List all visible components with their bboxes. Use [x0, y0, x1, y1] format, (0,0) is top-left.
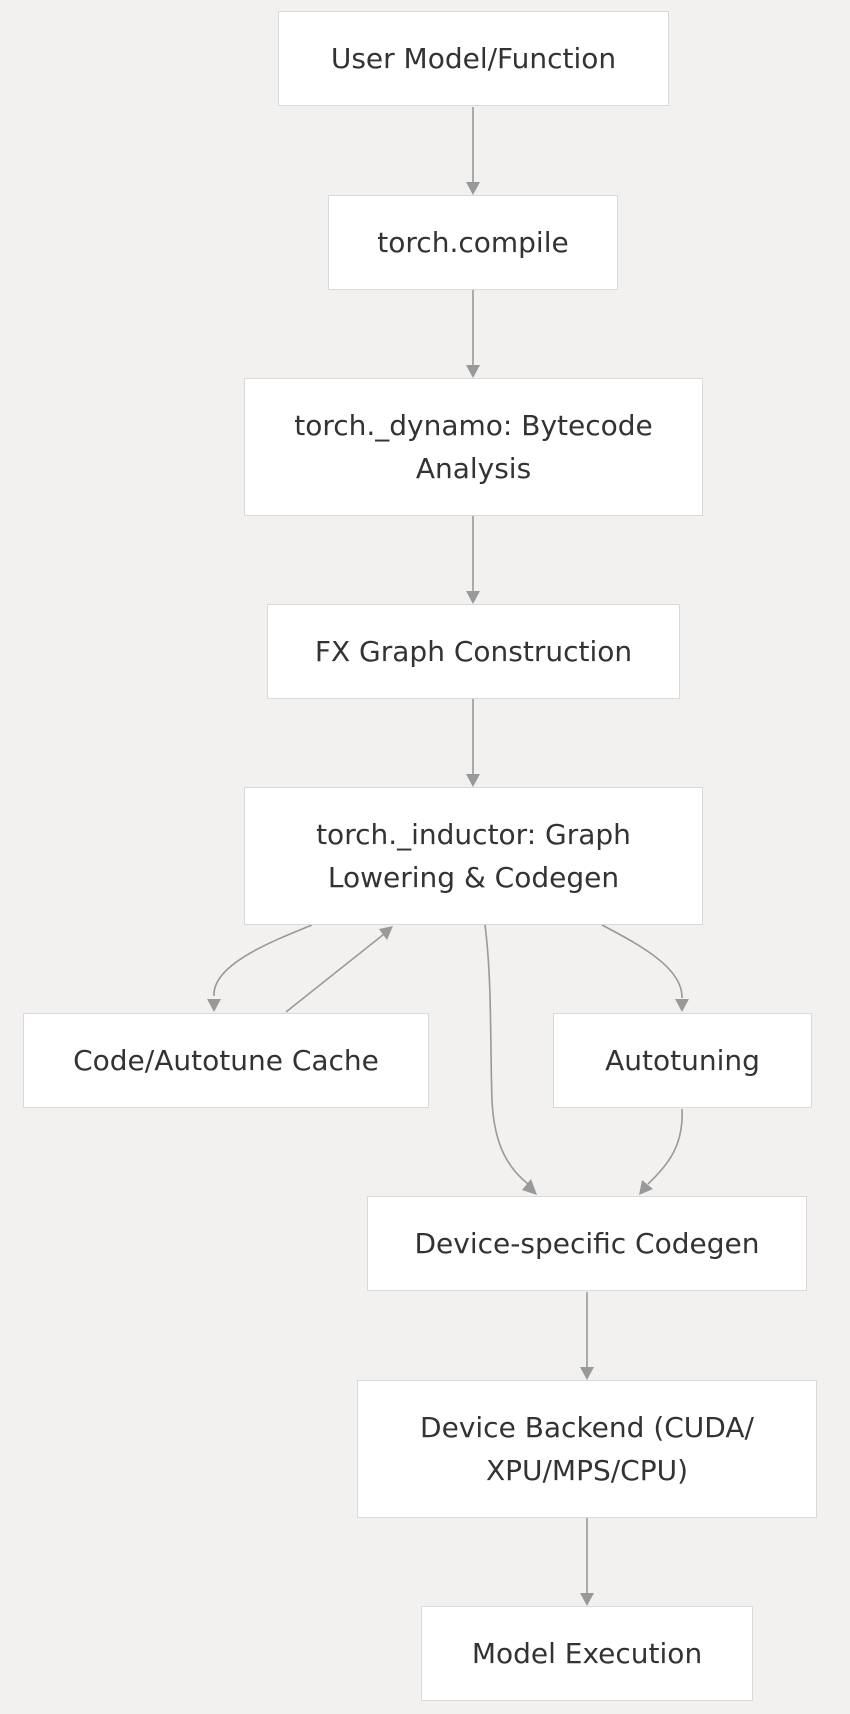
node-cache-label: Code/Autotune Cache	[73, 1044, 379, 1077]
edge-autotuning-to-device-codegen	[647, 1108, 683, 1185]
arrowhead-device-codegen-from-autotuning	[639, 1180, 653, 1195]
arrowhead-cache	[207, 999, 221, 1012]
node-autotuning: Autotuning	[553, 1013, 812, 1108]
node-model-execution-label: Model Execution	[471, 1637, 703, 1670]
node-inductor-label: torch._inductor: Graph Lowering & Codege…	[316, 818, 631, 894]
node-device-codegen: Device-specific Codegen	[367, 1196, 807, 1291]
arrowhead-autotuning	[675, 999, 689, 1012]
arrowhead-inductor	[466, 774, 480, 787]
arrowhead-inductor-from-cache	[379, 926, 393, 940]
node-torch-compile: torch.compile	[328, 195, 618, 290]
node-inductor: torch._inductor: Graph Lowering & Codege…	[244, 787, 703, 925]
node-device-codegen-label: Device-specific Codegen	[414, 1227, 760, 1260]
arrowhead-device-backend	[580, 1367, 594, 1380]
node-device-backend: Device Backend (CUDA/ XPU/MPS/CPU)	[357, 1380, 817, 1518]
node-model-execution: Model Execution	[421, 1606, 753, 1701]
node-device-backend-label: Device Backend (CUDA/ XPU/MPS/CPU)	[420, 1411, 754, 1487]
edge-inductor-to-device-codegen	[484, 924, 529, 1185]
arrowhead-model-execution	[580, 1593, 594, 1606]
node-dynamo-label: torch._dynamo: Bytecode Analysis	[294, 409, 653, 485]
node-fx-graph: FX Graph Construction	[267, 604, 680, 699]
node-user-model-label: User Model/Function	[330, 42, 617, 75]
node-torch-compile-label: torch.compile	[377, 226, 569, 259]
arrowhead-dynamo	[466, 365, 480, 378]
node-dynamo: torch._dynamo: Bytecode Analysis	[244, 378, 703, 516]
edge-cache-to-inductor	[285, 933, 385, 1013]
edge-inductor-to-autotuning	[601, 924, 683, 999]
arrowhead-fx-graph	[466, 591, 480, 604]
node-cache: Code/Autotune Cache	[23, 1013, 429, 1108]
node-autotuning-label: Autotuning	[605, 1044, 760, 1077]
arrowhead-device-codegen-from-inductor	[522, 1179, 537, 1195]
node-fx-graph-label: FX Graph Construction	[314, 635, 633, 668]
edge-inductor-to-cache	[213, 924, 313, 997]
node-user-model: User Model/Function	[278, 11, 669, 106]
arrowhead-torch-compile	[466, 182, 480, 195]
